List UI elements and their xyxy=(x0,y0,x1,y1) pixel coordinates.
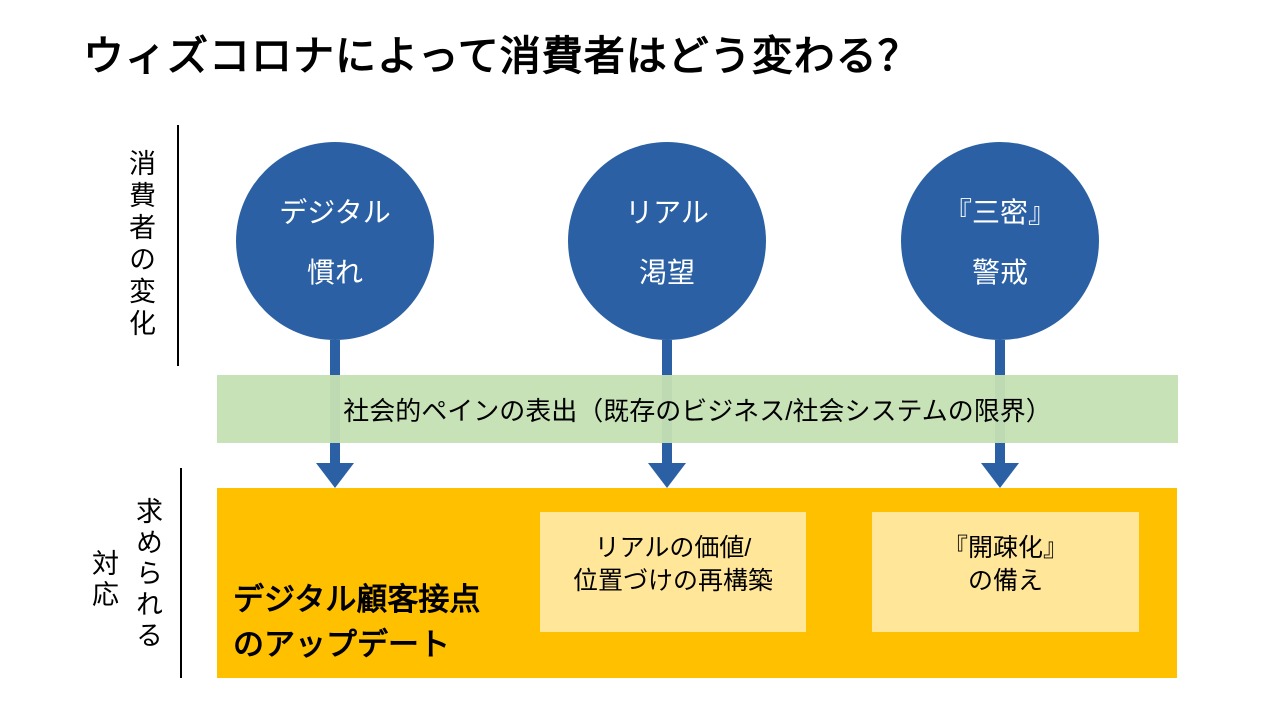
response-box-real-value: リアルの価値/ 位置づけの再構築 xyxy=(540,512,806,632)
label-consumer-change: 消費者の変化 xyxy=(125,149,155,341)
bubble-text-line2: 渇望 xyxy=(638,257,695,288)
divider-line-required-response xyxy=(180,468,182,678)
bubble-text-line1: リアル xyxy=(625,197,709,228)
response-box-line2: の備え xyxy=(967,567,1043,595)
social-pain-text: 社会的ペインの表出（既存のビジネス/社会システムの限界） xyxy=(343,395,1052,426)
headline-line2: のアップデート xyxy=(233,627,450,662)
label-required-response-col2: 対応 xyxy=(88,549,118,611)
response-box-kaisoka: 『開疎化』 の備え xyxy=(872,512,1139,632)
bubble-real-craving: リアル 渇望 xyxy=(568,142,766,340)
response-box-line1: 『開疎化』 xyxy=(942,534,1068,562)
response-box-line2: 位置づけの再構築 xyxy=(572,567,773,595)
label-required-response-col1: 求められる xyxy=(132,497,162,652)
bubble-text-line2: 警戒 xyxy=(971,257,1028,288)
arrow-head xyxy=(981,463,1019,488)
bubble-sanmitsu-caution: 『三密』 警戒 xyxy=(901,142,1099,340)
page-title: ウィズコロナによって消費者はどう変わる？ xyxy=(83,33,920,79)
headline-line1: デジタル顧客接点 xyxy=(233,582,481,617)
bubble-text-line2: 慣れ xyxy=(306,257,363,288)
bubble-digital-familiarity: デジタル 慣れ xyxy=(236,142,434,340)
bubble-text-line1: デジタル xyxy=(279,197,391,228)
digital-touchpoint-headline: デジタル顧客接点 のアップデート xyxy=(233,577,480,667)
response-box-line1: リアルの価値/ xyxy=(594,534,752,562)
social-pain-band: 社会的ペインの表出（既存のビジネス/社会システムの限界） xyxy=(217,375,1178,443)
arrow-head xyxy=(316,463,354,488)
arrow-head xyxy=(648,463,686,488)
divider-line-consumer-change xyxy=(177,125,179,366)
bubble-text-line1: 『三密』 xyxy=(943,197,1056,228)
